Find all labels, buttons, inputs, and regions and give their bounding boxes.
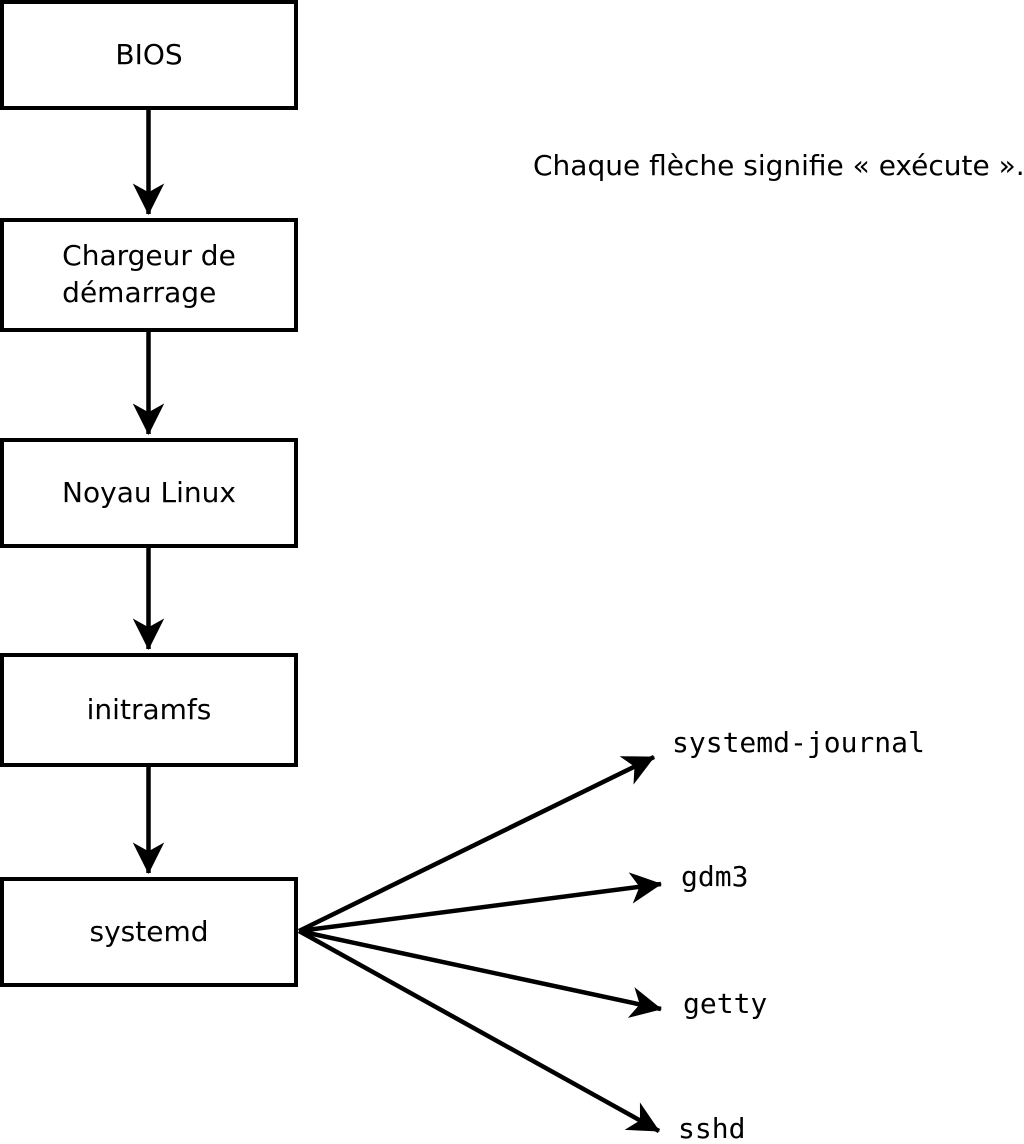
diagram-caption: Chaque flèche signifie « exécute ». [533, 149, 1024, 182]
flowchart-box-bios: BIOS [0, 0, 298, 110]
flowchart-box-systemd-label: systemd [89, 914, 209, 948]
arrow-systemd-to-sshd [297, 929, 661, 1133]
process-label-gdm3: gdm3 [681, 860, 749, 893]
flowchart-box-kernel-label: Noyau Linux [62, 475, 236, 509]
arrow-systemd-to-systemd-journal [298, 754, 655, 934]
process-label-sshd: sshd [678, 1112, 746, 1144]
process-label-getty: getty [683, 987, 768, 1020]
arrow-systemd-to-getty [298, 928, 662, 1018]
flowchart-box-kernel: Noyau Linux [0, 438, 298, 548]
flowchart-box-initramfs: initramfs [0, 653, 298, 767]
flowchart-box-systemd: systemd [0, 877, 298, 987]
process-label-systemd-journal: systemd-journal [672, 726, 925, 759]
arrow-systemd-to-gdm3 [298, 872, 662, 934]
flowchart-box-bios-label: BIOS [115, 37, 183, 71]
flowchart-box-bootloader-label: Chargeur de démarrage [62, 239, 236, 309]
flowchart-box-initramfs-label: initramfs [86, 692, 212, 726]
flowchart-box-bootloader: Chargeur de démarrage [0, 218, 298, 332]
